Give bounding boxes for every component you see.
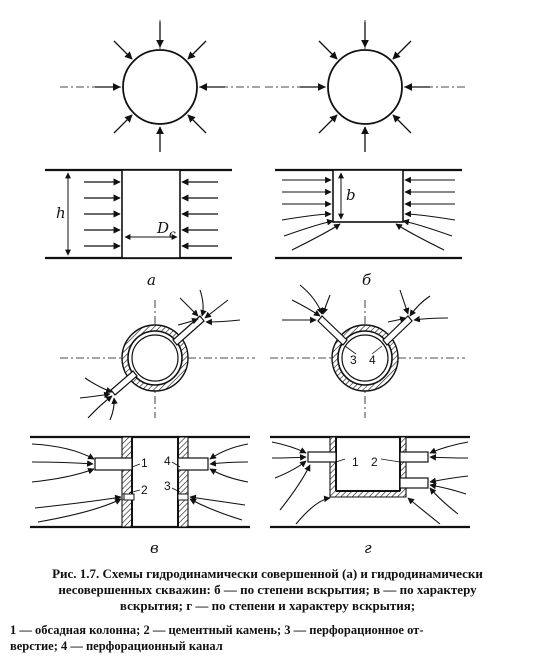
flow-lines-b [281, 176, 456, 251]
well-bore-a [121, 169, 181, 259]
label-3-g-plan: 3 [350, 353, 357, 367]
panel-v: 1 2 3 4 в [30, 289, 255, 557]
caption-title-line: вскрытия; г — по степени и характеру вск… [119, 598, 416, 613]
panel-label-v: в [150, 539, 159, 557]
panel-label-a: а [147, 271, 156, 289]
plan-view-b [265, 20, 467, 152]
figure-caption: Рис. 1.7. Схемы гидродинамически соверше… [10, 566, 525, 654]
label-b: b [346, 186, 356, 204]
label-h: h [56, 204, 66, 222]
section-view-a: h D с [45, 168, 232, 260]
perforation-channels-g [317, 315, 413, 346]
panel-a: h D с а [45, 20, 262, 289]
plan-view-g: 3 4 [270, 284, 465, 418]
panel-label-g: г [364, 539, 372, 557]
label-3-v: 3 [164, 479, 171, 493]
well-circle-a [122, 49, 198, 125]
perforation-channel-left-g [307, 451, 337, 463]
caption-legend: 1 — обсадная колонна; 2 — цементный каме… [10, 622, 525, 654]
label-dc: D [156, 219, 169, 237]
perforation-hole-v [123, 493, 135, 501]
label-2-v: 2 [141, 483, 148, 497]
caption-title: Рис. 1.7. Схемы гидродинамически соверше… [10, 566, 525, 614]
radial-arrows-b [300, 22, 430, 152]
well-circle-b [327, 49, 403, 125]
flow-lines-g [271, 441, 469, 525]
flow-lines-plan-v [79, 289, 241, 421]
label-4-v: 4 [164, 454, 171, 468]
perforation-channel-right-v [177, 457, 209, 471]
panel-b: b б [265, 20, 467, 289]
figure-diagram: h D с а [30, 20, 470, 557]
caption-legend-line: 1 — обсадная колонна; 2 — цементный каме… [10, 623, 424, 637]
caption-legend-line: верстие; 4 — перфорационный канал [10, 639, 223, 653]
label-2-g: 2 [371, 455, 378, 469]
perforation-channel-bottom-g [399, 477, 429, 489]
label-1-v: 1 [141, 456, 148, 470]
perforation-channel-left-v [94, 457, 133, 471]
plan-view-v [60, 289, 255, 421]
perforation-channel-right-g [399, 451, 429, 463]
flow-arrows-a [84, 178, 218, 250]
section-view-v: 1 2 3 4 [30, 435, 250, 529]
section-view-g: 1 2 [270, 435, 470, 529]
label-4-g-plan: 4 [369, 353, 376, 367]
panel-label-b: б [362, 271, 372, 289]
label-dc-sub: с [169, 227, 176, 241]
flow-lines-plan-g [281, 284, 449, 324]
well-bore-b [332, 169, 404, 223]
plan-view-a [60, 20, 262, 152]
label-1-g: 1 [352, 455, 359, 469]
caption-title-line: Рис. 1.7. Схемы гидродинамически соверше… [52, 566, 483, 581]
radial-arrows-a [95, 22, 225, 152]
flow-lines-v [31, 443, 249, 523]
caption-title-line: несовершенных скважин: б — по степени вс… [58, 582, 477, 597]
panel-g: 3 4 [270, 284, 470, 557]
section-view-b: b [275, 168, 462, 260]
